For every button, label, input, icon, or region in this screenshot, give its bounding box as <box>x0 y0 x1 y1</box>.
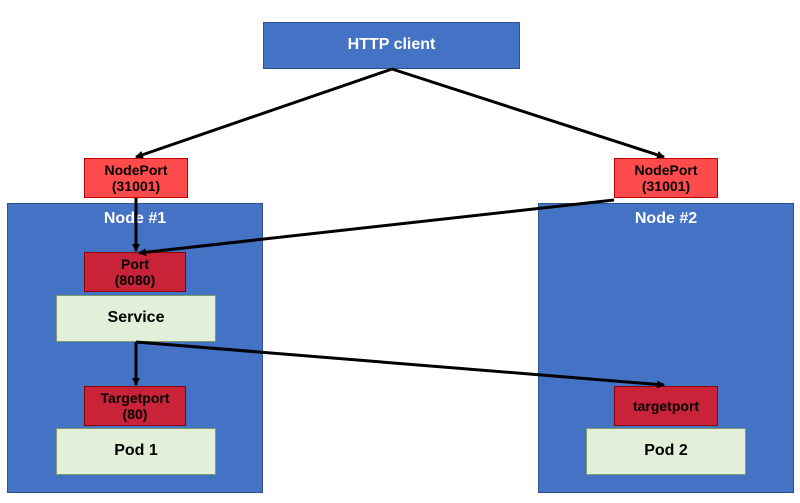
pod-2-label: Pod 2 <box>644 442 688 460</box>
node-2-nodeport-label: NodePort <box>634 161 698 178</box>
node-2-title: Node #2 <box>634 210 698 227</box>
node-2-targetport-label: targetport <box>632 397 700 414</box>
arrow-client-to-nodeport-2 <box>391 67 665 159</box>
node-1-nodeport-value: (31001) <box>111 178 161 194</box>
pod-2-box: Pod 2 <box>586 428 746 475</box>
node-1-title: Node #1 <box>103 210 167 227</box>
node-1-nodeport-label: NodePort <box>104 161 168 178</box>
pod-1-box: Pod 1 <box>56 428 216 475</box>
node-2-nodeport-box: NodePort (31001) <box>614 158 718 198</box>
node-1-targetport-value: (80) <box>122 406 148 422</box>
node-1-port-label: Port <box>121 255 149 272</box>
arrow-client-to-nodeport-1 <box>135 67 393 159</box>
http-client-label: HTTP client <box>347 36 436 54</box>
node-1-targetport-box: Targetport (80) <box>84 386 186 426</box>
node-2-nodeport-value: (31001) <box>641 178 691 194</box>
node-1-port-value: (8080) <box>114 272 156 288</box>
node-1-port-box: Port (8080) <box>84 252 186 292</box>
node-2-targetport-box: targetport <box>614 386 718 426</box>
node-1-nodeport-box: NodePort (31001) <box>84 158 188 198</box>
node-1-targetport-label: Targetport <box>100 389 170 406</box>
service-box: Service <box>56 295 216 342</box>
http-client-box: HTTP client <box>263 22 520 69</box>
pod-1-label: Pod 1 <box>114 442 158 460</box>
service-label: Service <box>107 309 165 327</box>
